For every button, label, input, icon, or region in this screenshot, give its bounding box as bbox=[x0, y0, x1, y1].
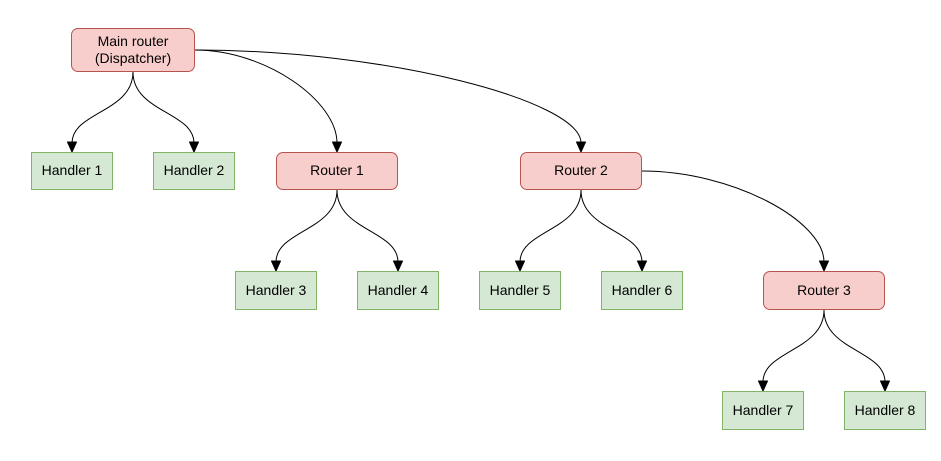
edge-router-2-to-handler-5 bbox=[519, 189, 582, 263]
edge-main-router-to-handler-2 bbox=[132, 71, 195, 144]
node-handler-5[interactable]: Handler 5 bbox=[479, 271, 561, 310]
node-handler-7[interactable]: Handler 7 bbox=[722, 391, 804, 430]
arrowhead-icon bbox=[637, 260, 647, 272]
edge-router-2-to-handler-6 bbox=[580, 189, 643, 263]
arrowhead-icon bbox=[271, 260, 281, 272]
node-main-router[interactable]: Main router (Dispatcher) bbox=[71, 28, 195, 72]
arrowhead-icon bbox=[819, 260, 829, 272]
node-handler-1[interactable]: Handler 1 bbox=[31, 152, 113, 190]
arrowhead-icon bbox=[189, 141, 199, 153]
arrowhead-icon bbox=[393, 260, 403, 272]
node-handler-8[interactable]: Handler 8 bbox=[844, 391, 926, 430]
arrowhead-icon bbox=[515, 260, 525, 272]
arrowhead-icon bbox=[67, 141, 77, 153]
node-handler-3[interactable]: Handler 3 bbox=[235, 271, 317, 310]
node-handler-4[interactable]: Handler 4 bbox=[357, 271, 439, 310]
edge-router-2-to-router-3 bbox=[641, 170, 825, 263]
arrowhead-icon bbox=[758, 380, 768, 392]
edge-router-1-to-handler-3 bbox=[275, 189, 338, 263]
edge-router-3-to-handler-7 bbox=[762, 309, 825, 383]
edge-router-1-to-handler-4 bbox=[336, 189, 399, 263]
arrowhead-icon bbox=[880, 380, 890, 392]
node-router-3[interactable]: Router 3 bbox=[763, 271, 885, 310]
node-router-1[interactable]: Router 1 bbox=[276, 152, 398, 190]
arrowhead-icon bbox=[332, 141, 342, 153]
edge-main-router-to-handler-1 bbox=[71, 71, 134, 144]
edge-main-router-to-router-1 bbox=[194, 49, 338, 144]
edge-main-router-to-router-2 bbox=[194, 49, 582, 144]
node-router-2[interactable]: Router 2 bbox=[520, 152, 642, 190]
node-handler-6[interactable]: Handler 6 bbox=[601, 271, 683, 310]
node-handler-2[interactable]: Handler 2 bbox=[153, 152, 235, 190]
arrowhead-icon bbox=[576, 141, 586, 153]
edge-router-3-to-handler-8 bbox=[823, 309, 886, 383]
